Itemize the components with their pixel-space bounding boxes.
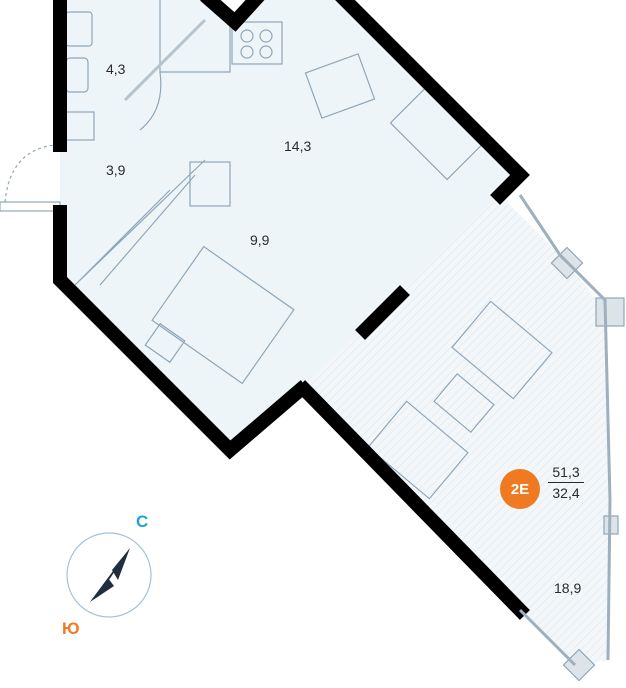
compass-south-label: Ю (62, 619, 80, 638)
wardrobe (74, 159, 206, 286)
compass-needle-north (112, 548, 130, 580)
wall-top (200, 0, 265, 32)
inner-partition (123, 18, 207, 102)
dining-table (304, 53, 376, 119)
room-area-terrace: 18,9 (554, 580, 582, 596)
shower (159, 0, 231, 73)
floor-main (60, 0, 520, 450)
room-area-bathroom: 4,3 (106, 61, 126, 77)
walls (53, 0, 530, 620)
compass-ring (66, 532, 152, 618)
wall-terrace-bottom (295, 380, 530, 620)
column (562, 648, 596, 682)
apartment-area-fraction: 51,3 32,4 (548, 464, 584, 501)
room-area-bedroom: 9,9 (250, 232, 270, 248)
entrance-door-arc (4, 144, 56, 203)
compass (66, 532, 152, 618)
bath-door-arc (139, 71, 162, 131)
bed (151, 245, 295, 385)
terrace-sofa-2 (367, 400, 469, 500)
nightstand (144, 322, 186, 364)
wall-mid (355, 285, 410, 340)
column (595, 297, 625, 327)
apartment-type-badge: 2Е (500, 469, 540, 509)
terrace-table (433, 372, 495, 434)
entrance-door (0, 201, 61, 212)
room-area-hallway: 3,9 (106, 162, 126, 178)
living-area: 32,4 (552, 485, 580, 501)
glazing (518, 194, 612, 667)
compass-needle-south (90, 578, 114, 602)
fridge (189, 161, 231, 207)
total-area: 51,3 (548, 464, 584, 483)
wall-left-lower (53, 205, 310, 460)
terrace-sofa-1 (451, 300, 553, 400)
stove (231, 21, 283, 65)
room-area-kitchen-living: 14,3 (284, 138, 312, 154)
wall-right-upper (335, 0, 530, 205)
compass-north-label: С (136, 512, 149, 531)
